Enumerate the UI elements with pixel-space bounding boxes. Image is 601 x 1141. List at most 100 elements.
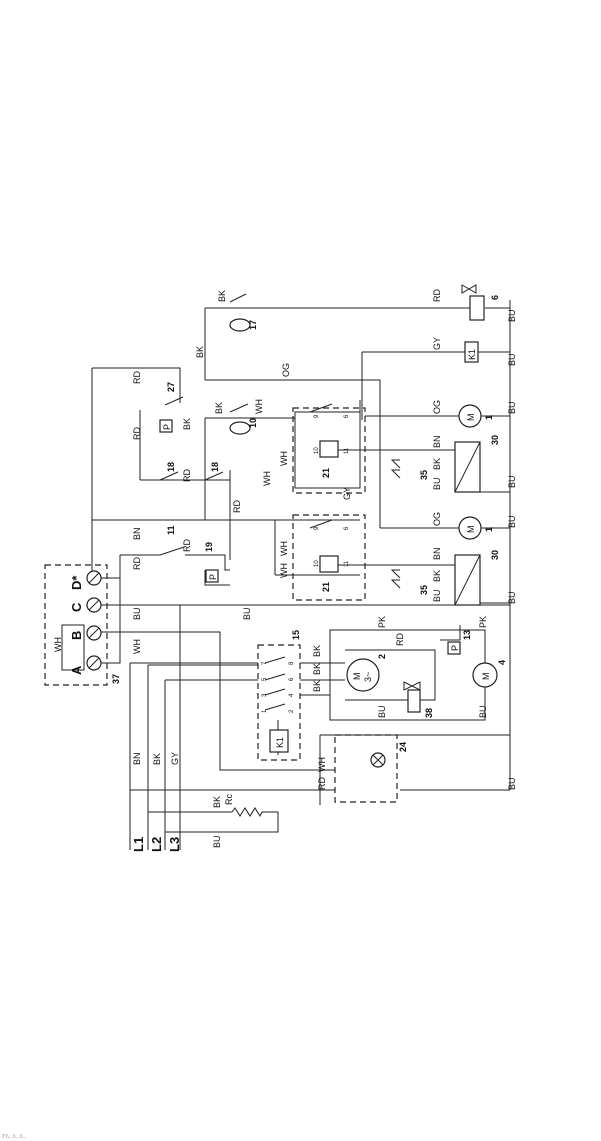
pin-5: 5	[262, 677, 268, 681]
valve-38: 38	[403, 681, 434, 718]
label-21a: 21	[321, 468, 331, 478]
wire-pk-13: PK	[478, 616, 488, 628]
k1-coil: K1	[464, 341, 479, 363]
label-18a: 18	[166, 462, 176, 472]
pin-6b: 6	[344, 526, 350, 530]
valve-6: 6	[461, 284, 500, 321]
motor-2-m: M	[352, 673, 362, 681]
pin-6: 6	[289, 677, 295, 681]
label-38: 38	[424, 708, 434, 718]
wire-gy-l3: GY	[170, 752, 180, 765]
wire-wh-21c: WH	[279, 563, 289, 578]
label-19: 19	[204, 542, 214, 552]
supply-labels: L1 L2 L3 Rc	[131, 794, 263, 852]
pin-10b: 10	[314, 560, 320, 567]
wire-bn-d: BN	[132, 527, 142, 540]
k1-label-coil: K1	[467, 349, 477, 360]
wire-wh-24: WH	[317, 757, 327, 772]
wire-wh-b: WH	[132, 639, 142, 654]
wire-rd-18: RD	[132, 427, 142, 440]
wire-wh-21a: WH	[279, 451, 289, 466]
dashed-enclosures	[44, 407, 398, 803]
wire-og-1a: OG	[432, 400, 442, 414]
wire-bk-top: BK	[217, 290, 227, 302]
wire-bu-k1: BU	[507, 353, 517, 366]
wire-rd-19: RD	[182, 539, 192, 552]
wire-bk-15c: BK	[312, 680, 322, 692]
label-30a: 30	[490, 435, 500, 445]
relay-21-upper: 9 6 10 11 21	[309, 403, 350, 478]
lamp-24: 24	[370, 742, 408, 768]
rc-label: Rc	[224, 794, 234, 805]
wire-rd-2: RD	[395, 633, 405, 646]
wire-pk-2: PK	[377, 616, 387, 628]
wire-wh-10: WH	[254, 399, 264, 414]
pin-2: 2	[289, 709, 295, 713]
wire-bk-15a: BK	[312, 645, 322, 657]
wire-og-1b: OG	[432, 512, 442, 526]
wire-bu-1a: BU	[507, 401, 517, 414]
heater-30-upper: 30 35	[390, 435, 500, 493]
wire-labels: BK BK RD BU OG GY BU RD BK BK WH OG BU R…	[132, 289, 517, 848]
wire-bn-l1: BN	[132, 752, 142, 765]
wire-bk-27: BK	[182, 418, 192, 430]
wire-rd-27: RD	[132, 371, 142, 384]
wire-bk-rc: BK	[212, 796, 222, 808]
wire-rd-6: RD	[432, 289, 442, 302]
label-24: 24	[398, 742, 408, 752]
label-10: 10	[248, 418, 258, 428]
wire-bu-30b-r: BU	[507, 591, 517, 604]
p-label-13: P	[450, 645, 460, 651]
pressure-switch-13: P 13	[447, 630, 472, 655]
motor-1b-m: M	[466, 526, 476, 534]
wire-gy-21: GY	[342, 487, 352, 500]
pin-7: 7	[262, 661, 268, 665]
label-35a: 35	[419, 470, 429, 480]
label-21b: 21	[321, 582, 331, 592]
supply-l2: L2	[149, 837, 164, 852]
label-1b: 1	[484, 527, 494, 532]
p-label-27: P	[162, 424, 172, 430]
wire-rd-18c: RD	[232, 500, 242, 513]
pin-6a: 6	[344, 414, 350, 418]
heater-30-lower: 30 35	[390, 550, 500, 606]
pin-9a: 9	[314, 414, 320, 418]
terminal-c: C	[69, 602, 84, 612]
wire-og-top: OG	[281, 363, 291, 377]
motor-4-m: M	[481, 673, 491, 681]
label-11: 11	[166, 525, 176, 535]
motor-2: M 3~ 2	[346, 654, 387, 692]
wire-bk-15b: BK	[312, 663, 322, 675]
motor-1-lower: M 1	[458, 516, 494, 540]
wire-bk-17: BK	[195, 346, 205, 358]
k1-label-contactor: K1	[275, 737, 285, 748]
label-15: 15	[291, 630, 301, 640]
wire-gy-k1: GY	[432, 337, 442, 350]
terminal-block: A B C D* 37 WH	[53, 570, 121, 684]
pin-10a: 10	[314, 447, 320, 454]
wire-bu-mid: BU	[242, 607, 252, 620]
pin-4: 4	[289, 693, 295, 697]
motor-1-upper: M 1	[458, 404, 494, 428]
wire-bu-c: BU	[132, 607, 142, 620]
label-18b: 18	[210, 462, 220, 472]
label-2: 2	[377, 654, 387, 659]
pin-3: 3	[262, 693, 268, 697]
wire-rd-18b: RD	[182, 469, 192, 482]
label-30b: 30	[490, 550, 500, 560]
wire-bn-30b: BN	[432, 547, 442, 560]
label-27: 27	[166, 382, 176, 392]
wire-wh-21b: WH	[279, 541, 289, 556]
wire-bu-30b: BU	[432, 589, 442, 602]
thermostat-17: 17	[229, 293, 258, 332]
wire-bn-30a: BN	[432, 435, 442, 448]
terminal-b: B	[69, 631, 84, 640]
switch-18: 18 18	[159, 462, 224, 481]
wire-bu-2: BU	[377, 705, 387, 718]
footer-text: T:\\...\\...\\...	[2, 1134, 27, 1140]
pin-11b: 11	[344, 560, 350, 567]
contactor-15: K1 15 1 2 3 4 5 6 7 8	[262, 630, 301, 753]
supply-l3: L3	[167, 837, 182, 852]
label-35b: 35	[419, 585, 429, 595]
label-17: 17	[248, 320, 258, 330]
